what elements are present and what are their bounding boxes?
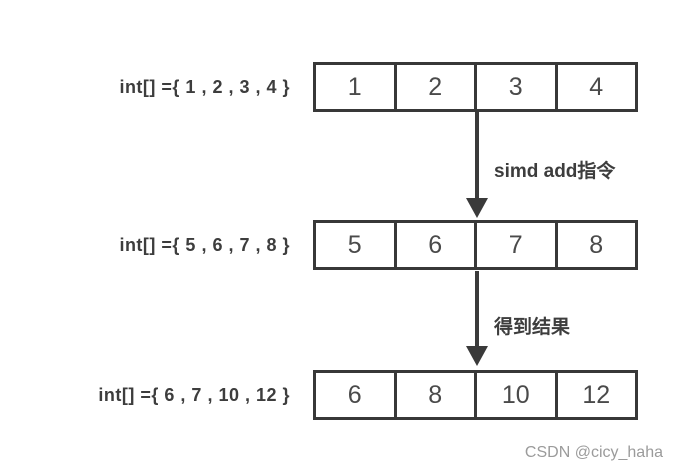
array-a-box: 1 2 3 4 [313, 62, 638, 112]
simd-add-arrow-label: simd add指令 [494, 161, 616, 182]
array-cell: 7 [474, 223, 555, 267]
array-result-box: 6 8 10 12 [313, 370, 638, 420]
array-result-label: int[] ={ 6 , 7 , 10 , 12 } [98, 385, 290, 405]
array-cell: 6 [316, 373, 394, 417]
down-arrow-line [475, 271, 479, 347]
down-arrow-head [466, 198, 488, 218]
array-cell: 6 [393, 223, 474, 267]
down-arrow-line [475, 112, 479, 199]
array-cell: 8 [554, 223, 635, 267]
array-cell: 5 [316, 223, 394, 267]
array-cell: 12 [554, 373, 635, 417]
result-arrow-label: 得到结果 [494, 317, 571, 338]
array-a-label: int[] ={ 1 , 2 , 3 , 4 } [119, 77, 290, 97]
array-row-a: int[] ={ 1 , 2 , 3 , 4 } 1 2 3 4 [0, 62, 674, 112]
array-row-b: int[] ={ 5 , 6 , 7 , 8 } 5 6 7 8 [0, 220, 674, 270]
array-cell: 10 [474, 373, 555, 417]
array-cell: 4 [554, 65, 635, 109]
array-row-result: int[] ={ 6 , 7 , 10 , 12 } 6 8 10 12 [0, 370, 674, 420]
down-arrow-head [466, 346, 488, 366]
array-cell: 2 [393, 65, 474, 109]
array-b-box: 5 6 7 8 [313, 220, 638, 270]
array-cell: 1 [316, 65, 394, 109]
array-b-label: int[] ={ 5 , 6 , 7 , 8 } [119, 235, 290, 255]
array-cell: 3 [474, 65, 555, 109]
csdn-watermark: CSDN @cicy_haha [524, 444, 663, 461]
array-cell: 8 [393, 373, 474, 417]
